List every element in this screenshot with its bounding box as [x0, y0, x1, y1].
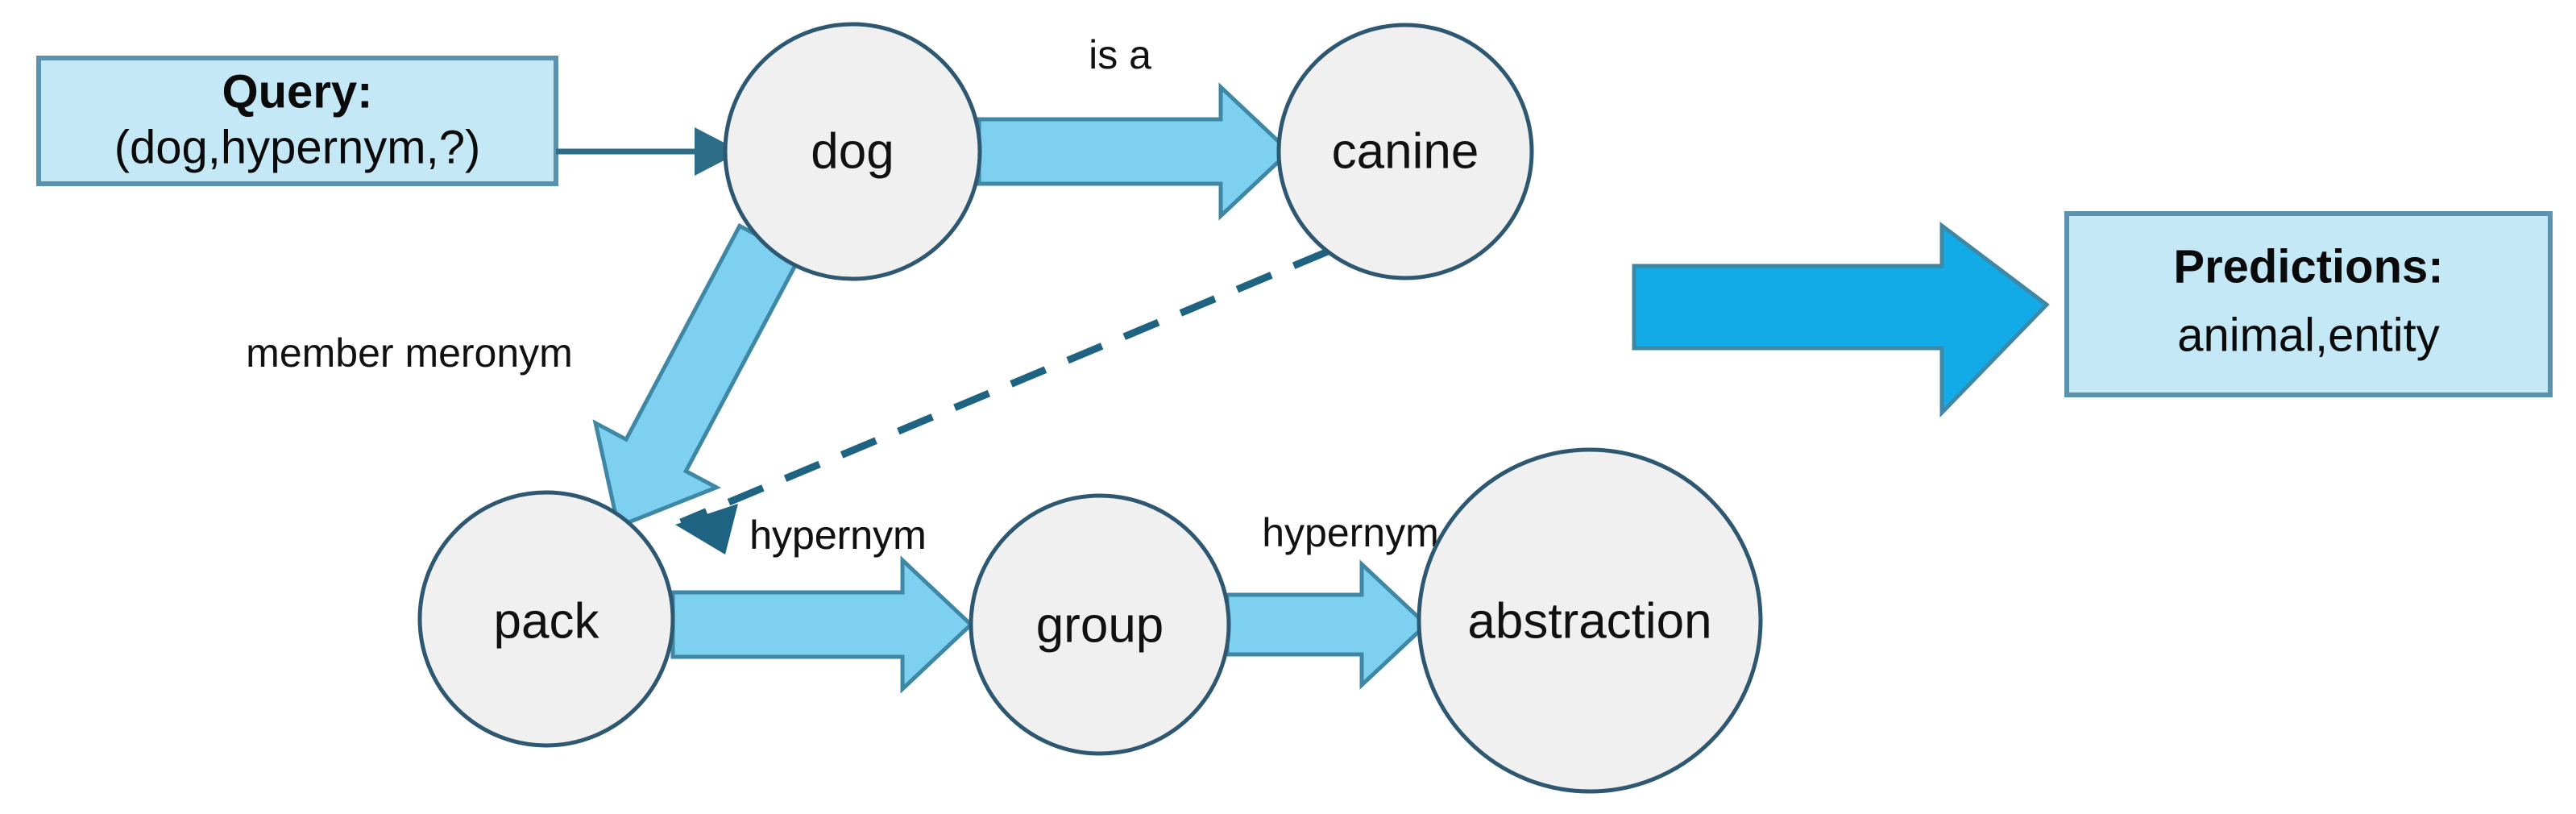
node-group-label: group: [1036, 597, 1164, 653]
edge-label-hypernym-pack-group: hypernym: [749, 513, 927, 558]
node-pack[interactable]: pack: [417, 490, 675, 748]
query-box-value: (dog,hypernym,?): [114, 121, 481, 173]
node-abstraction[interactable]: abstraction: [1417, 447, 1763, 794]
block-arrow-group-abstraction: [1225, 559, 1429, 690]
node-dog-label: dog: [811, 123, 894, 179]
node-canine-label: canine: [1332, 123, 1479, 179]
query-box-rect: [36, 56, 558, 186]
node-pack-circle: [417, 490, 675, 748]
query-to-dog-connector: [556, 127, 741, 176]
predictions-box-value: animal,entity: [2177, 309, 2440, 361]
node-dog-circle: [723, 22, 982, 281]
node-pack-label: pack: [494, 593, 600, 649]
query-to-dog-arrowhead: [695, 127, 741, 176]
edge-label-member-meronym: member meronym: [246, 330, 573, 376]
block-arrow-dog-canine: [977, 82, 1292, 221]
node-group[interactable]: group: [969, 493, 1231, 756]
edge-label-hypernym-group-abstraction: hypernym: [1262, 510, 1439, 555]
edge-group-abstraction[interactable]: hypernym: [1225, 510, 1439, 690]
block-arrow-dog-pack: [592, 222, 803, 530]
dashed-arrowhead-canine-pack: [675, 504, 738, 554]
edge-dog-canine[interactable]: is a: [977, 32, 1292, 221]
edge-label-hypernym-canine-pack: hypernym: [749, 513, 927, 558]
predictions-box[interactable]: Predictions: animal,entity: [2064, 211, 2553, 397]
dashed-line-canine-pack: [679, 247, 1329, 526]
node-canine-circle: [1276, 23, 1534, 280]
result-block-arrow: [1632, 221, 2050, 418]
edge-label-is-a: is a: [1089, 32, 1151, 77]
query-box-title: Query:: [222, 65, 373, 118]
node-canine[interactable]: canine: [1276, 23, 1534, 280]
result-arrow: [1632, 221, 2050, 418]
edge-dog-pack[interactable]: member meronym: [246, 210, 830, 559]
edge-pack-group[interactable]: [670, 555, 974, 694]
node-abstraction-circle: [1417, 447, 1763, 794]
predictions-box-title: Predictions:: [2173, 240, 2443, 293]
predictions-box-rect: [2064, 211, 2553, 397]
node-group-circle: [969, 493, 1231, 756]
query-box[interactable]: Query: (dog,hypernym,?): [36, 56, 558, 186]
block-arrow-pack-group: [670, 555, 974, 694]
node-dog[interactable]: dog: [723, 22, 982, 281]
node-abstraction-label: abstraction: [1467, 593, 1711, 649]
edge-canine-pack[interactable]: hypernym: [675, 247, 1329, 558]
